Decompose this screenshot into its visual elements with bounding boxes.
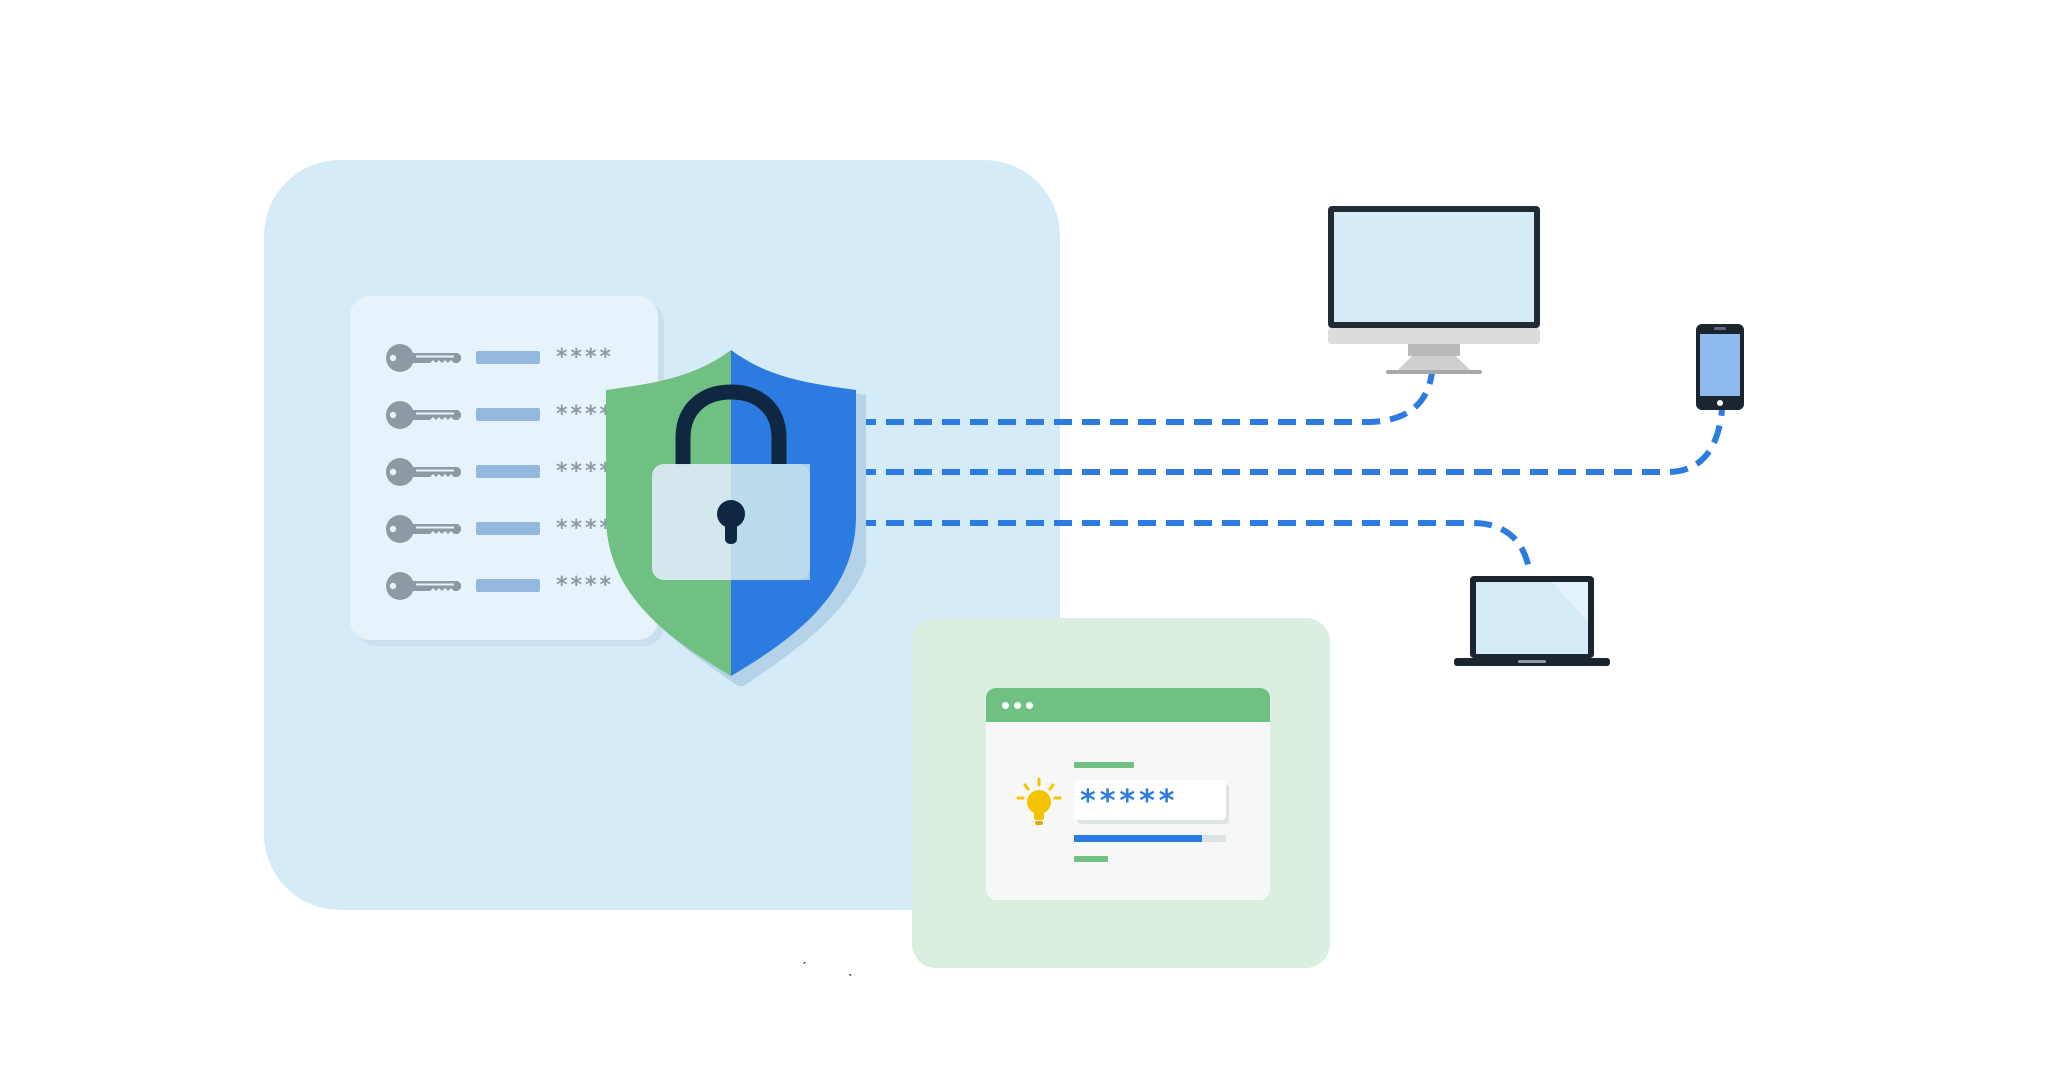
field-label-placeholder (1074, 762, 1134, 768)
window-dot-icon (1002, 702, 1009, 709)
vault-entry: **** (384, 395, 664, 435)
vault-entry: **** (384, 509, 664, 549)
key-icon (386, 572, 461, 600)
key-icon (386, 458, 461, 486)
entry-masked-password: **** (556, 459, 615, 484)
entry-name-placeholder (476, 408, 540, 421)
window-dot-icon (1026, 702, 1033, 709)
password-strength-meter (1074, 835, 1226, 842)
entry-masked-password: **** (556, 573, 615, 598)
generated-password-value: ***** (1080, 784, 1179, 819)
desktop-monitor-icon (1328, 206, 1540, 374)
vault-entry: **** (384, 452, 664, 492)
browser-title-bar (986, 688, 1270, 722)
strength-label-placeholder (1074, 856, 1108, 862)
generated-password-field[interactable]: ***** (1074, 780, 1226, 820)
key-icon (386, 515, 461, 543)
lightbulb-icon (1016, 777, 1062, 825)
browser-window: ***** (986, 688, 1270, 900)
entry-name-placeholder (476, 579, 540, 592)
stray-mark: ˊ (802, 959, 807, 975)
shield-lock-icon (606, 350, 866, 686)
entry-masked-password: **** (556, 516, 615, 541)
stray-mark: ˋ (848, 971, 853, 987)
entry-masked-password: **** (556, 402, 615, 427)
key-icon (386, 344, 461, 372)
vault-entry: **** (384, 566, 664, 606)
key-icon (386, 401, 461, 429)
entry-masked-password: **** (556, 345, 615, 370)
window-dot-icon (1014, 702, 1021, 709)
entry-name-placeholder (476, 465, 540, 478)
password-strength-fill (1074, 835, 1202, 842)
vault-entry: **** (384, 338, 664, 378)
entry-name-placeholder (476, 351, 540, 364)
laptop-icon (1454, 576, 1610, 666)
entry-name-placeholder (476, 522, 540, 535)
smartphone-icon (1696, 324, 1744, 410)
